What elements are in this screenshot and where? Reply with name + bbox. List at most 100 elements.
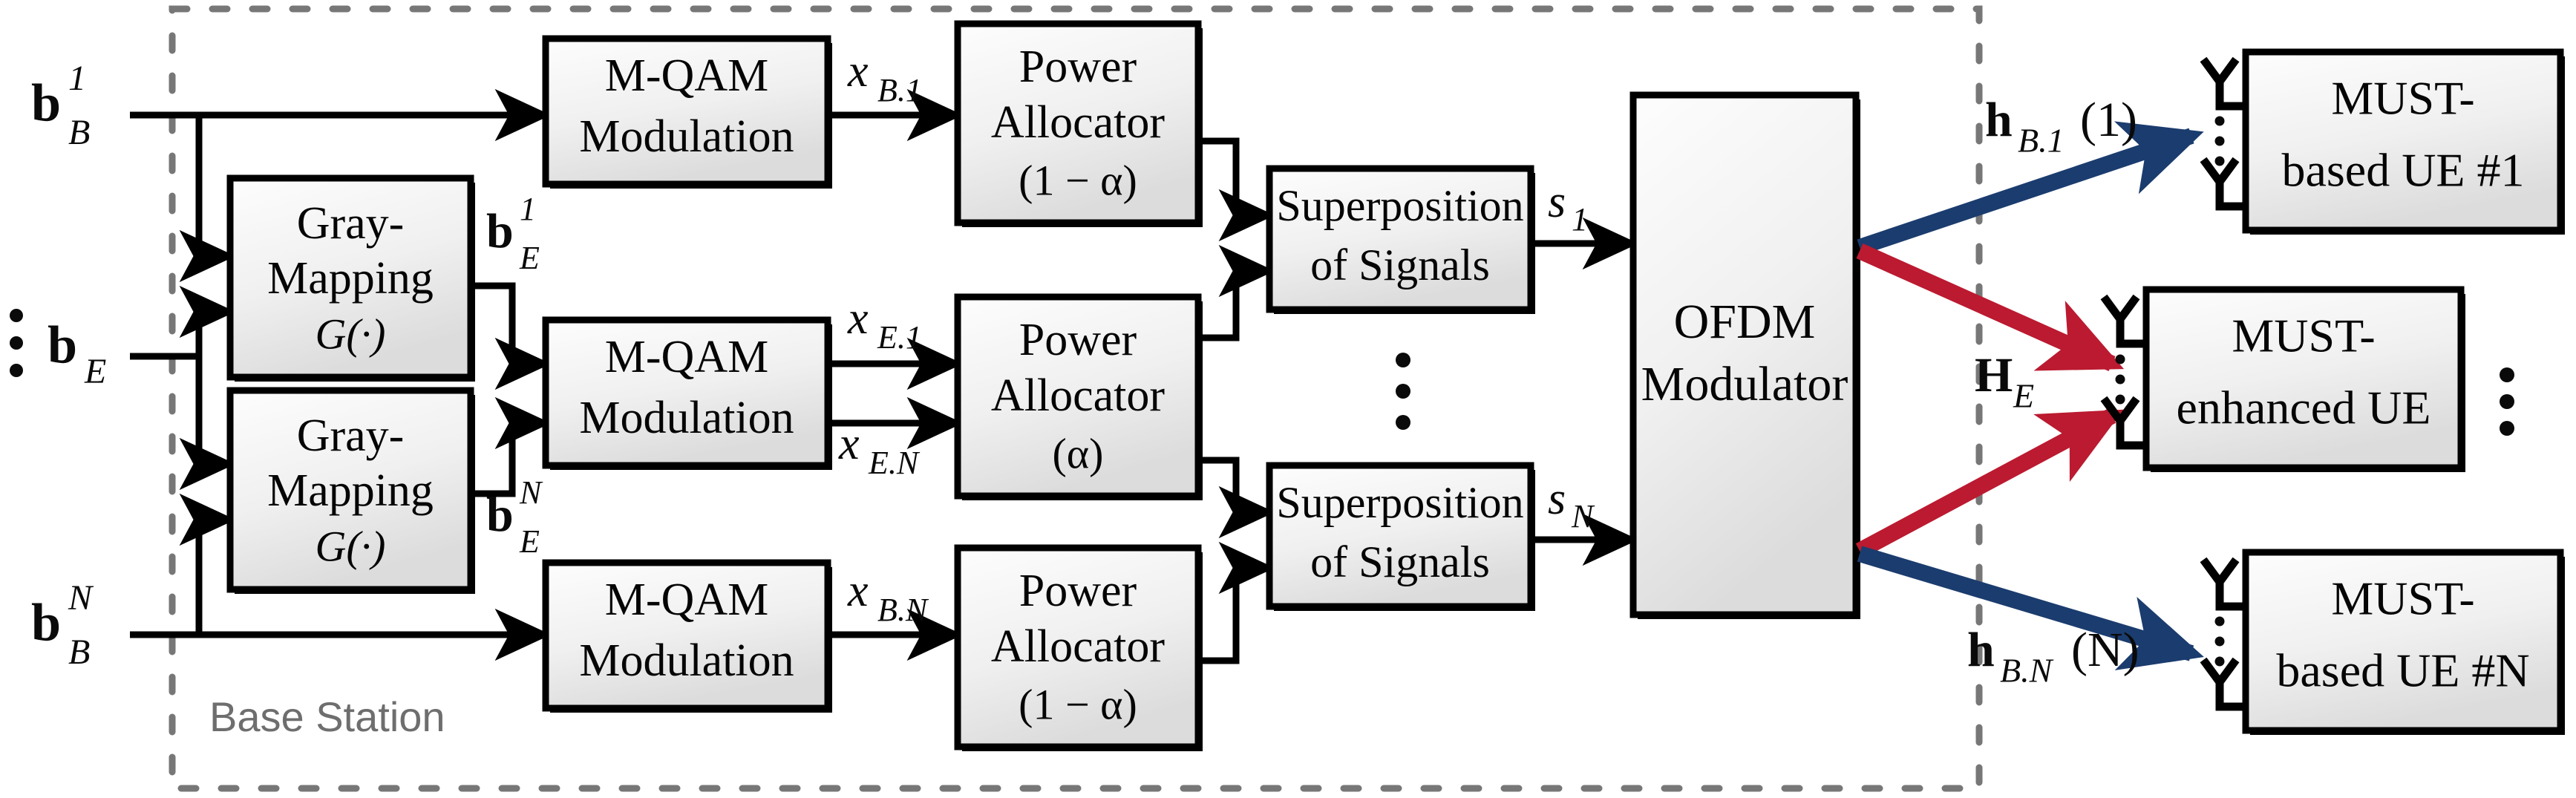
sig-s-N-sub: N (1571, 498, 1595, 534)
sig-s-1-base: s (1548, 177, 1566, 227)
block-gray-mapping-n-line2: Mapping (267, 465, 434, 516)
input-label-b-E: b E (48, 315, 106, 392)
block-power-allocator-mid[interactable]: Power Allocator (α) (954, 293, 1203, 500)
channel-arrow-h-b-n (1857, 546, 2204, 670)
signal-label-s-N: s N (1548, 474, 1595, 534)
ue-enhanced-group[interactable]: MUST- enhanced UE (2100, 286, 2465, 472)
block-ofdm-modulator[interactable]: OFDM Modulator (1629, 91, 1860, 619)
ue-1-line1: MUST- (2331, 72, 2474, 125)
signal-label-b-E-N: b N E (486, 474, 543, 560)
sig-x-E-1-sub: E.1 (877, 319, 922, 356)
ue-1-line2: based UE #1 (2281, 144, 2524, 197)
block-mqam-top-line2: Modulation (579, 111, 794, 162)
antenna-icon-ue1-bottom (2200, 157, 2246, 211)
wire-group (130, 88, 1639, 664)
block-mqam-bot-line2: Modulation (579, 635, 794, 686)
block-mqam-mid-line2: Modulation (579, 393, 794, 443)
signal-label-x-E-1: x E.1 (847, 293, 922, 356)
block-power-allocator-bot[interactable]: Power Allocator (1 − α) (954, 544, 1203, 751)
antenna-icon-ue1-top (2200, 56, 2246, 111)
block-gray-mapping-1-line1: Gray- (297, 198, 405, 249)
channel-arrow-h-b-1 (1857, 121, 2204, 255)
sig-b-E-N-base: b (486, 488, 514, 542)
chan-h-B-N-sub: B.N (2000, 652, 2054, 690)
sig-x-E-N-sub: E.N (868, 445, 921, 481)
block-super-bot-line1: Superposition (1276, 478, 1523, 527)
input-b-B-N-sup: N (68, 578, 94, 618)
input-b-B-1-base: b (31, 73, 61, 133)
block-gray-mapping-n[interactable]: Gray- Mapping G(·) (226, 387, 475, 594)
sig-b-E-N-sup: N (519, 474, 543, 511)
block-gray-mapping-n-line1: Gray- (297, 411, 405, 461)
antenna-ellipsis-ue1 (2214, 116, 2225, 166)
chan-H-E-base: H (1975, 348, 2013, 402)
input-b-B-N-sub: B (68, 632, 90, 672)
input-b-B-N-base: b (31, 593, 61, 653)
sig-b-E-N-sub: E (519, 523, 540, 560)
superposition-ellipsis (1396, 353, 1410, 430)
chan-H-E-sub: E (2013, 377, 2034, 415)
input-b-E-sub: E (84, 352, 106, 391)
block-superposition-bot[interactable]: Superposition of Signals (1266, 462, 1535, 611)
block-mqam-top-line1: M-QAM (605, 50, 768, 101)
signal-label-x-B-1: x B.1 (847, 46, 922, 108)
channel-arrow-h-e-upper (1856, 243, 2125, 372)
block-ofdm-line1: OFDM (1674, 295, 1816, 349)
ue-n-line1: MUST- (2331, 572, 2474, 625)
ue-n-group[interactable]: MUST- based UE #N (2200, 549, 2565, 735)
block-pa-bot-line1: Power (1019, 566, 1137, 616)
sig-b-E-1-sup: 1 (520, 191, 536, 227)
chan-h-B-1-arg: (1) (2080, 93, 2137, 147)
signal-label-x-E-N: x E.N (838, 419, 921, 481)
sig-x-E-N-base: x (838, 419, 860, 469)
block-pa-mid-line2: Allocator (991, 370, 1165, 421)
block-power-allocator-top[interactable]: Power Allocator (1 − α) (954, 20, 1203, 227)
antenna-icon-uen-bottom (2200, 657, 2246, 711)
block-mqam-mid-line1: M-QAM (605, 332, 768, 382)
block-pa-top-line2: Allocator (991, 97, 1165, 148)
input-label-b-B-1: b 1 B (31, 59, 90, 152)
input-label-b-B-N: b N B (31, 578, 94, 672)
channel-label-H-E: H E (1975, 348, 2034, 414)
block-pa-mid-line3: (α) (1052, 429, 1103, 477)
signal-label-s-1: s 1 (1548, 177, 1588, 238)
input-b-E-base: b (48, 315, 77, 375)
sig-x-B-N-sub: B.N (877, 592, 929, 628)
sig-s-N-base: s (1548, 474, 1566, 524)
sig-x-B-1-sub: B.1 (877, 72, 922, 108)
sig-b-E-1-sub: E (519, 240, 540, 276)
block-gray-mapping-1[interactable]: Gray- Mapping G(·) (226, 174, 475, 382)
block-superposition-top[interactable]: Superposition of Signals (1266, 165, 1535, 314)
block-mqam-bot[interactable]: M-QAM Modulation (542, 559, 832, 713)
block-super-top-line1: Superposition (1276, 181, 1523, 230)
signal-label-b-E-1: b 1 E (486, 191, 540, 276)
ue-n-line2: based UE #N (2276, 644, 2529, 697)
sig-x-E-1-base: x (847, 293, 869, 344)
signal-label-x-B-N: x B.N (847, 566, 929, 628)
ue-1-group[interactable]: MUST- based UE #1 (2200, 48, 2565, 235)
base-station-boundary (169, 5, 1983, 792)
block-mqam-top[interactable]: M-QAM Modulation (542, 35, 832, 189)
sig-x-B-1-base: x (847, 46, 869, 97)
block-pa-bot-line2: Allocator (991, 621, 1165, 672)
block-gray-mapping-n-line3: G(·) (315, 522, 385, 570)
channel-arrow-group (1855, 121, 2204, 670)
sig-s-1-sub: 1 (1572, 201, 1588, 238)
block-ofdm-line2: Modulator (1641, 357, 1848, 411)
antenna-ellipsis-uen (2214, 616, 2225, 667)
block-super-top-line2: of Signals (1310, 241, 1490, 290)
antenna-icon-uen-top (2200, 557, 2246, 611)
block-pa-bot-line3: (1 − α) (1019, 680, 1137, 728)
channel-arrow-h-e-lower (1855, 408, 2124, 558)
block-gray-mapping-1-line2: Mapping (267, 253, 434, 304)
block-mqam-mid[interactable]: M-QAM Modulation (542, 316, 832, 470)
block-pa-top-line1: Power (1019, 42, 1137, 92)
antenna-icon-uee-top (2100, 294, 2146, 348)
chan-h-B-1-base: h (1985, 93, 2013, 147)
ue-enhanced-line2: enhanced UE (2177, 382, 2431, 434)
ue-list-ellipsis (2500, 367, 2514, 436)
block-gray-mapping-1-line3: G(·) (315, 310, 385, 358)
block-super-bot-line2: of Signals (1310, 537, 1490, 586)
